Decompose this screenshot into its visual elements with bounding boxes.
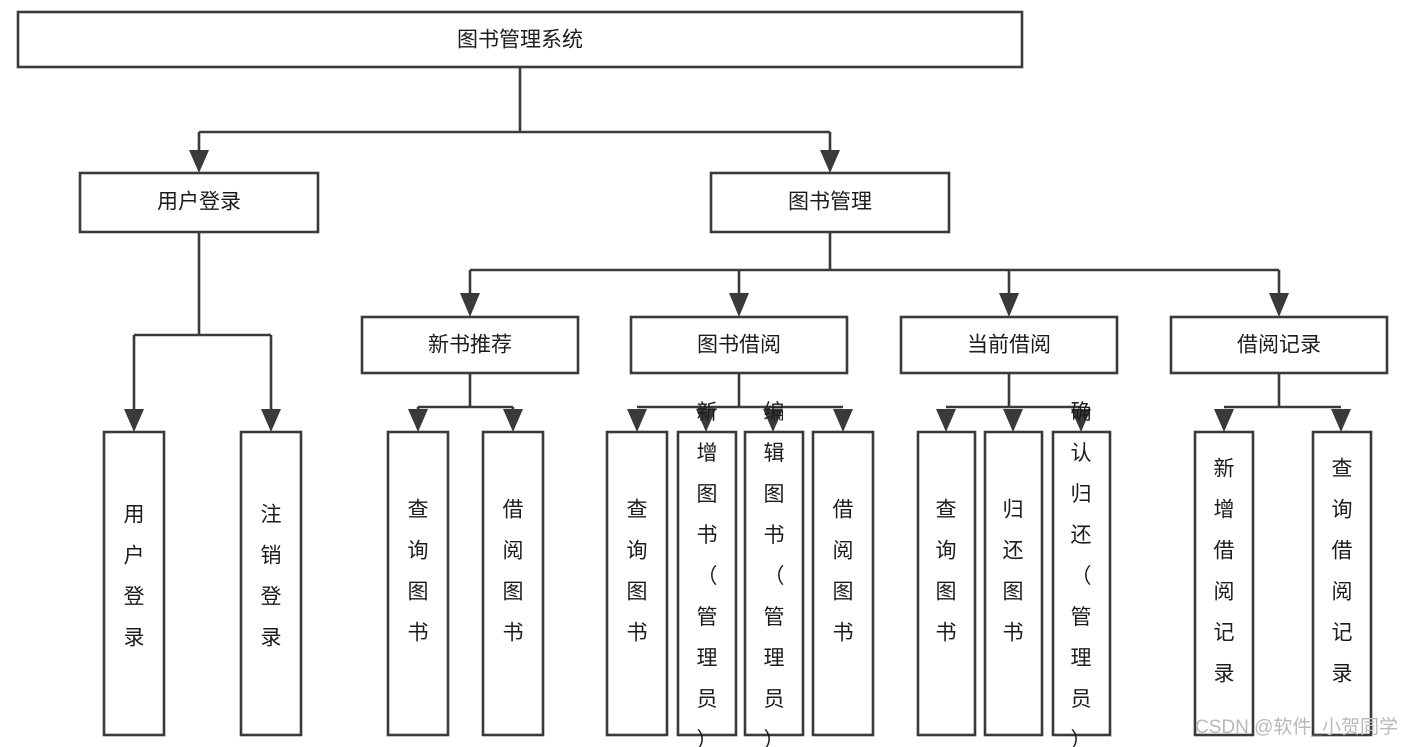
- arrowhead-bookmgmt: [820, 150, 840, 173]
- node-newbook-box[interactable]: [360, 315, 580, 375]
- arrowhead-leaf-records-2: [1331, 409, 1351, 432]
- node-leaf-records-2-label: 查询借阅记录: [1332, 458, 1353, 686]
- node-login-box[interactable]: [78, 171, 320, 234]
- node-leaf-borrow-4[interactable]: 借阅图书: [811, 430, 875, 737]
- node-leaf-borrow-1-label: 查询图书: [627, 499, 648, 645]
- node-leaf-borrow-2[interactable]: 新增图书（管理员）: [676, 401, 738, 747]
- node-leaf-records-1-label: 新增借阅记录: [1214, 458, 1235, 686]
- node-records-label: 借阅记录: [1237, 334, 1321, 357]
- node-leaf-current-2-label: 归还图书: [1003, 499, 1024, 645]
- node-leaf-borrow-4-box[interactable]: [811, 430, 875, 737]
- node-records-box[interactable]: [1169, 315, 1389, 375]
- arrowhead-leaf-current-2: [1003, 409, 1023, 432]
- node-leaf-login-2-label: 注销登录: [261, 504, 282, 650]
- node-leaf-login-1-box[interactable]: [102, 430, 166, 737]
- node-leaf-current-2[interactable]: 归还图书: [983, 430, 1044, 737]
- node-leaf-current-1[interactable]: 查询图书: [916, 430, 977, 737]
- node-leaf-newbook-2[interactable]: 借阅图书: [481, 430, 545, 737]
- node-current[interactable]: 当前借阅: [899, 315, 1119, 375]
- csdn-watermark: CSDN @软件_小贺同学: [1195, 716, 1398, 738]
- arrowhead-login: [189, 150, 209, 173]
- arrowhead-leaf-borrow-2: [696, 409, 716, 432]
- node-records[interactable]: 借阅记录: [1169, 315, 1389, 375]
- node-borrow-box[interactable]: [629, 315, 849, 375]
- arrowhead-leaf-newbook-2: [503, 409, 523, 432]
- arrowhead-leaf-records-1: [1214, 409, 1234, 432]
- node-leaf-borrow-1-box[interactable]: [605, 430, 669, 737]
- node-leaf-borrow-4-label: 借阅图书: [833, 499, 854, 645]
- node-borrow[interactable]: 图书借阅: [629, 315, 849, 375]
- node-leaf-login-2-box[interactable]: [239, 430, 303, 737]
- arrowhead-leaf-newbook-1: [408, 409, 428, 432]
- arrowhead-leaf-current-3: [1071, 409, 1091, 432]
- node-leaf-borrow-3[interactable]: 编辑图书（管理员）: [743, 401, 805, 747]
- node-current-label: 当前借阅: [967, 334, 1051, 357]
- node-bookmgmt[interactable]: 图书管理: [709, 171, 951, 234]
- node-newbook-label: 新书推荐: [428, 334, 512, 357]
- node-login[interactable]: 用户登录: [78, 171, 320, 234]
- node-leaf-records-1[interactable]: 新增借阅记录: [1193, 430, 1255, 737]
- arrowhead-records: [1269, 293, 1289, 317]
- node-leaf-current-2-box[interactable]: [983, 430, 1044, 737]
- node-bookmgmt-label: 图书管理: [788, 191, 872, 214]
- arrowhead-current: [999, 293, 1019, 317]
- node-borrow-label: 图书借阅: [697, 334, 781, 357]
- node-leaf-login-2[interactable]: 注销登录: [239, 430, 303, 737]
- node-newbook[interactable]: 新书推荐: [360, 315, 580, 375]
- node-leaf-current-3-label: 确认归还（管理员）: [1071, 401, 1092, 747]
- arrowhead-leaf-login-2: [261, 409, 281, 432]
- node-root[interactable]: 图书管理系统: [16, 10, 1024, 69]
- node-root-box[interactable]: [16, 10, 1024, 69]
- node-leaf-records-2-box[interactable]: [1311, 430, 1373, 737]
- node-leaf-records-1-box[interactable]: [1193, 430, 1255, 737]
- arrowhead-newbook: [460, 293, 480, 317]
- node-leaf-newbook-1[interactable]: 查询图书: [386, 430, 450, 737]
- node-leaf-borrow-3-label: 编辑图书（管理员）: [764, 401, 785, 747]
- node-root-label: 图书管理系统: [457, 29, 583, 52]
- node-login-label: 用户登录: [157, 191, 241, 214]
- arrowhead-leaf-borrow-4: [833, 409, 853, 432]
- arrowhead-leaf-login-1: [124, 409, 144, 432]
- node-bookmgmt-box[interactable]: [709, 171, 951, 234]
- node-leaf-borrow-2-label: 新增图书（管理员）: [697, 401, 718, 747]
- node-leaf-login-1[interactable]: 用户登录: [102, 430, 166, 737]
- node-leaf-current-1-label: 查询图书: [936, 499, 957, 645]
- node-leaf-borrow-2-box[interactable]: [676, 430, 738, 737]
- node-leaf-newbook-2-label: 借阅图书: [503, 499, 524, 645]
- node-leaf-current-3-box[interactable]: [1051, 430, 1112, 737]
- arrowhead-leaf-borrow-3: [763, 409, 783, 432]
- arrowhead-leaf-borrow-1: [627, 409, 647, 432]
- node-current-box[interactable]: [899, 315, 1119, 375]
- node-leaf-login-1-label: 用户登录: [124, 504, 145, 650]
- node-leaf-current-1-box[interactable]: [916, 430, 977, 737]
- node-leaf-records-2[interactable]: 查询借阅记录: [1311, 430, 1373, 737]
- node-leaf-newbook-1-label: 查询图书: [408, 499, 429, 645]
- arrowhead-borrow: [729, 293, 749, 317]
- arrowhead-leaf-current-1: [936, 409, 956, 432]
- connector-layer: [124, 67, 1351, 432]
- node-leaf-newbook-1-box[interactable]: [386, 430, 450, 737]
- node-leaf-borrow-1[interactable]: 查询图书: [605, 430, 669, 737]
- node-leaf-newbook-2-box[interactable]: [481, 430, 545, 737]
- node-leaf-current-3[interactable]: 确认归还（管理员）: [1051, 401, 1112, 747]
- node-leaf-borrow-3-box[interactable]: [743, 430, 805, 737]
